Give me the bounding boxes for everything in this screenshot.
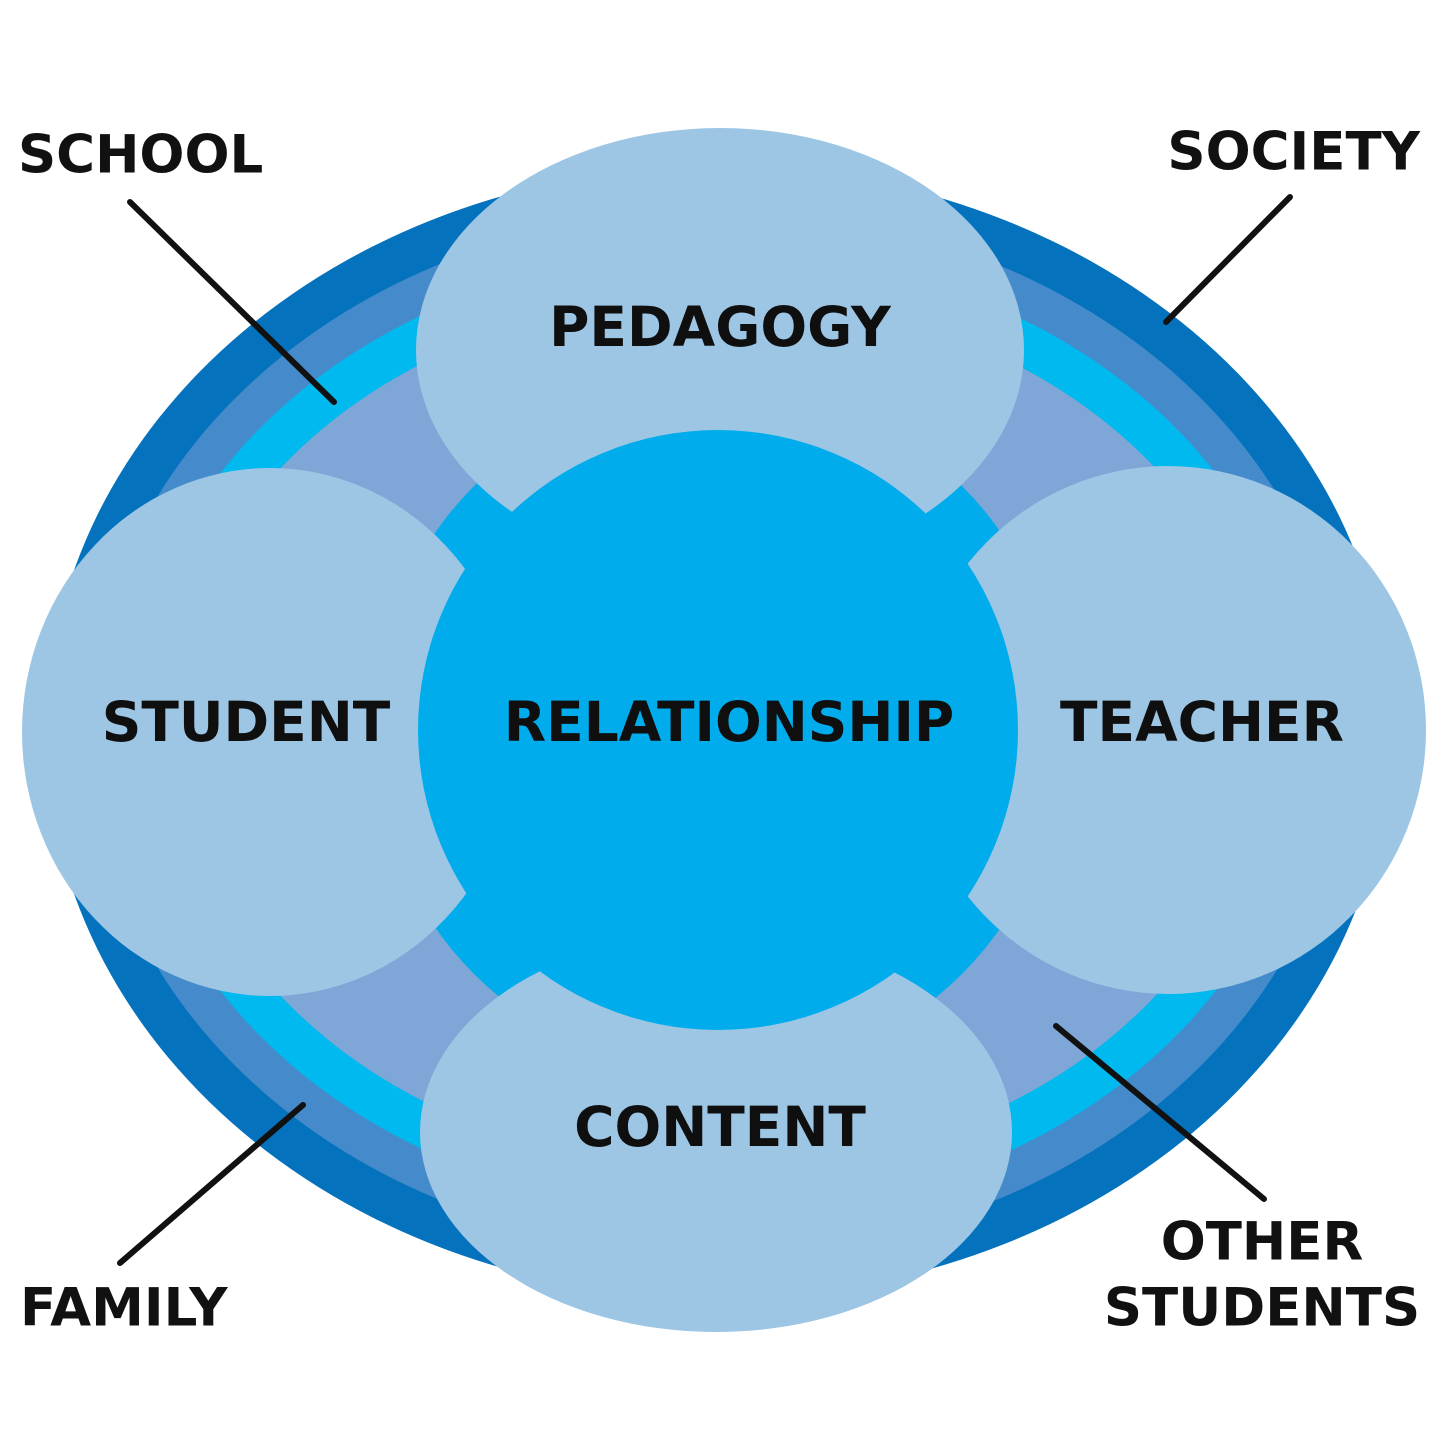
- leader-line-family: [117, 1102, 306, 1266]
- leader-line-school: [127, 199, 337, 405]
- label-teacher: TEACHER: [1060, 690, 1344, 754]
- leader-line-other-students: [1053, 1023, 1267, 1202]
- label-other: OTHER: [1161, 1212, 1364, 1273]
- label-student: STUDENT: [102, 690, 391, 754]
- petal-pedagogy: [416, 128, 1024, 572]
- petal-teacher: [910, 466, 1426, 994]
- petal-student: [22, 468, 518, 996]
- label-society: SOCIETY: [1167, 122, 1420, 183]
- leader-line-society: [1163, 194, 1293, 325]
- label-relationship: RELATIONSHIP: [504, 690, 954, 754]
- center-circle: [418, 430, 1018, 1030]
- label-students: STUDENTS: [1104, 1278, 1420, 1339]
- petal-content: [420, 932, 1012, 1332]
- label-family: FAMILY: [20, 1278, 228, 1339]
- label-school: SCHOOL: [18, 125, 263, 186]
- label-pedagogy: PEDAGOGY: [549, 295, 892, 359]
- label-content: CONTENT: [574, 1095, 866, 1159]
